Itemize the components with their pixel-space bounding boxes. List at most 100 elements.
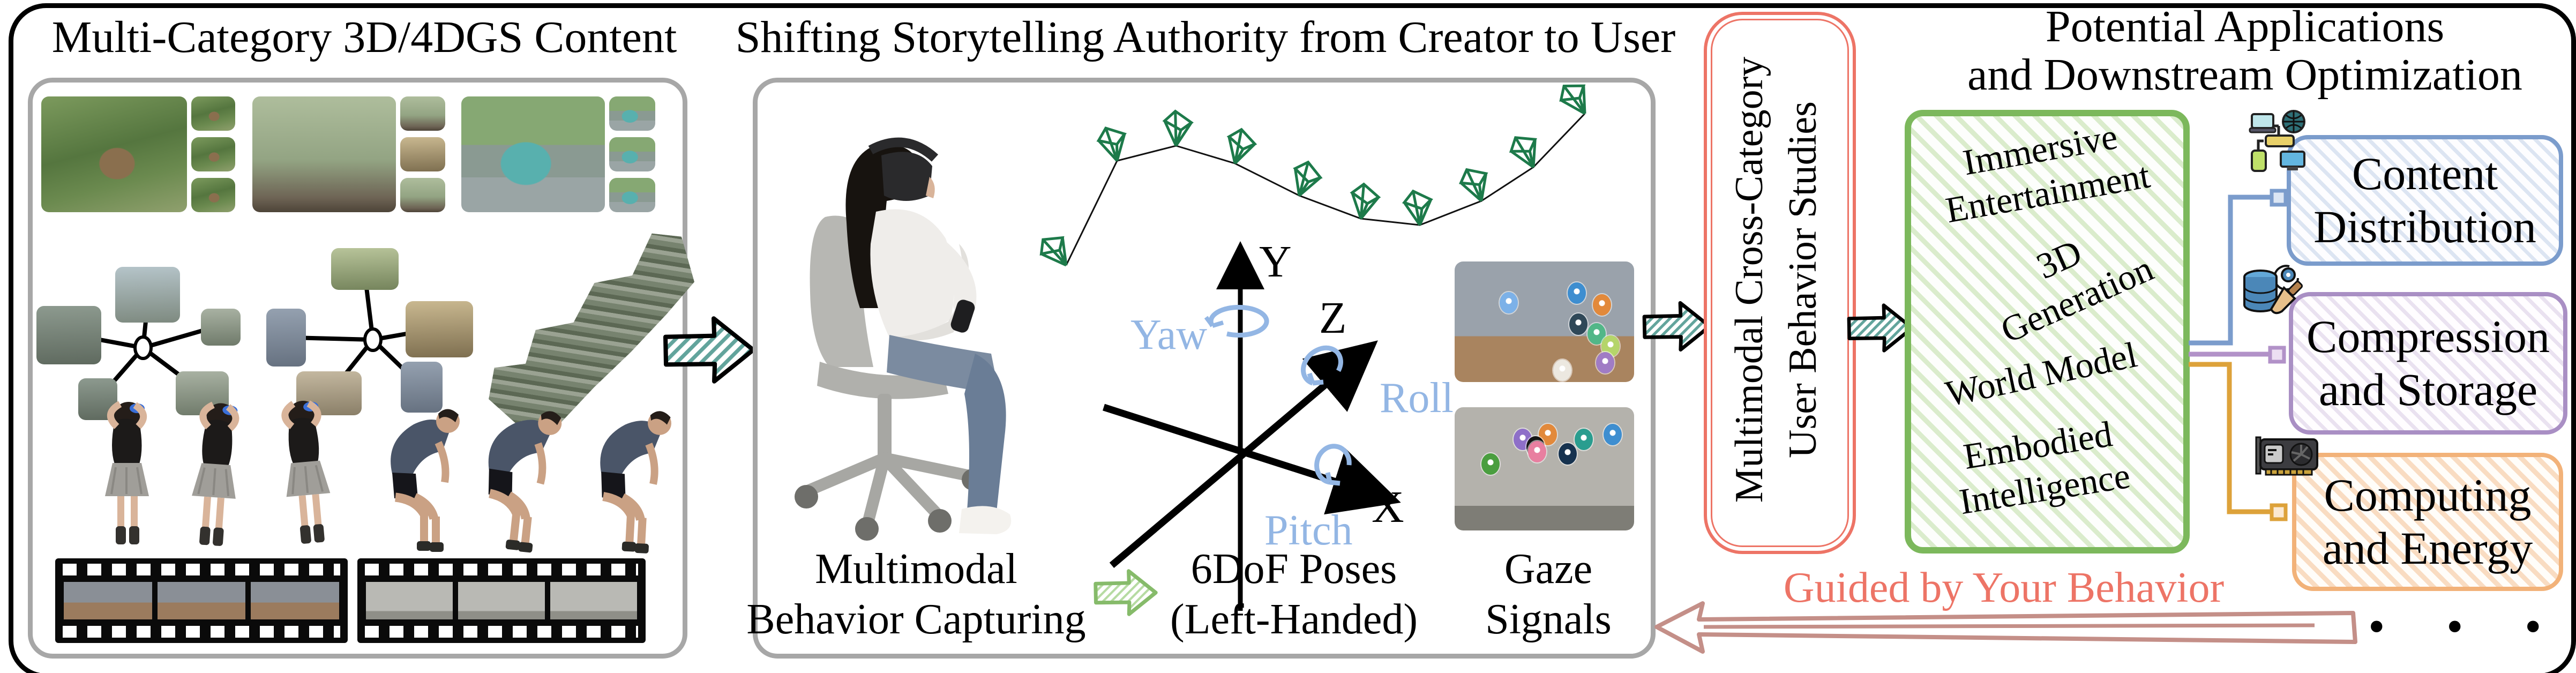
y-axis-label: Y (1259, 237, 1292, 287)
camera-frustum-icon (1458, 168, 1488, 202)
capture-to-pose-arrow-icon (1094, 569, 1158, 616)
outer-frame (9, 3, 2576, 673)
film-sprockets (63, 626, 340, 638)
content-connector-node (2270, 189, 2288, 207)
right-section-title-line1: Potential Applications (2045, 2, 2445, 51)
alley-photo (406, 301, 473, 357)
roll-rotation-icon (1301, 345, 1343, 386)
gaze-frame-dance (1455, 261, 1634, 382)
flow-arrow-icon (1847, 303, 1914, 353)
garden-thumb-2 (191, 137, 235, 171)
z-axis (1109, 340, 1378, 568)
network-devices-icon (2249, 110, 2305, 172)
study-box-line1: Multimodal Cross-Category (1727, 56, 1772, 503)
content-distribution-box: Content Distribution (2287, 135, 2563, 266)
gaze-point-dot (1499, 291, 1518, 313)
capture-label-line2: Behavior Capturing (746, 596, 1086, 643)
outcome-connectors (2189, 189, 2288, 521)
room-thumb-1 (400, 96, 445, 131)
yaw-label: Yaw (1130, 311, 1208, 358)
truck-thumb-1 (609, 96, 655, 131)
right-section-title-line2: and Downstream Optimization (1967, 50, 2522, 100)
gaze-point-dot (1569, 313, 1588, 335)
gaze-point-dot (1596, 352, 1615, 373)
yaw-rotation-icon (1208, 304, 1269, 338)
film-frame (157, 582, 246, 619)
human-figures (62, 388, 684, 554)
x-axis (1103, 403, 1401, 515)
camera-frustum-icon (1039, 236, 1068, 267)
film-frame (251, 582, 340, 619)
street-photo (36, 306, 101, 364)
garden-thumb-3 (191, 178, 235, 212)
alley-photo (401, 362, 443, 413)
film-strip (357, 558, 646, 643)
street-photo (115, 267, 180, 323)
camera-frustum-icon (1559, 84, 1586, 115)
truck-photo (461, 96, 605, 212)
guided-by-behavior-label: Guided by Your Behavior (1783, 564, 2225, 611)
gaze-point-dot (1567, 282, 1586, 304)
garden-thumb-1 (191, 96, 235, 131)
room-thumb-3 (400, 178, 445, 212)
film-frame (550, 582, 637, 619)
left-section-title: Multi-Category 3D/4DGS Content (51, 12, 677, 62)
pose-label-line2: (Left-Handed) (1170, 596, 1418, 643)
graph-node-1 (133, 335, 153, 360)
x-axis-label: X (1372, 482, 1404, 532)
camera-frustum-icon (1162, 109, 1194, 147)
gaze-point-dot (1559, 443, 1577, 465)
content-connector-line (2189, 195, 2272, 346)
film-strip (55, 558, 348, 643)
truck-thumb-2 (609, 137, 655, 171)
gpu-card-icon (2255, 436, 2318, 476)
middle-section-title: Shifting Storytelling Authority from Cre… (735, 12, 1676, 62)
computing-energy-box: Computing and Energy (2292, 453, 2563, 591)
flow-arrow-icon (663, 316, 755, 384)
gaze-point-dot (1481, 453, 1500, 475)
camera-frustum-icon (1402, 189, 1433, 226)
film-sprockets (365, 626, 638, 638)
ellipsis-dots: • • • (2368, 600, 2566, 653)
room-thumb-2 (400, 137, 445, 171)
gaze-point-dot (1553, 359, 1571, 381)
gaze-label-line1: Gaze (1504, 545, 1593, 593)
film-frame (64, 582, 152, 619)
alley-photo (331, 248, 399, 290)
compression-storage-box: Compression and Storage (2289, 292, 2567, 435)
street-photo (201, 309, 241, 346)
database-cleanup-icon (2243, 265, 2303, 315)
camera-frustum-icon (1096, 126, 1127, 162)
gaze-frame-people (1455, 407, 1634, 530)
user-behavior-studies-box (1704, 12, 1856, 554)
computing-connector-node (2270, 503, 2288, 521)
pitch-label: Pitch (1264, 507, 1353, 554)
6dof-axes (1103, 241, 1401, 611)
camera-frustum-icon (1509, 136, 1537, 169)
flow-arrow-icon (1642, 301, 1712, 352)
roll-label: Roll (1380, 375, 1454, 422)
film-frame (366, 582, 453, 619)
film-frame (458, 582, 545, 619)
applications-box (1905, 110, 2190, 554)
film-sprockets (365, 564, 638, 575)
gaze-point-dot (1528, 440, 1547, 462)
gaze-point-dot (1575, 428, 1593, 450)
camera-trajectory (1039, 84, 1586, 267)
capture-label-line1: Multimodal (815, 545, 1017, 593)
film-sprockets (63, 564, 340, 575)
pitch-rotation-icon (1314, 444, 1352, 485)
camera-graph-lines (73, 274, 435, 395)
pose-label-line1: 6DoF Poses (1190, 545, 1397, 593)
room-interior-photo (252, 96, 396, 212)
compression-connector-node (2268, 346, 2286, 364)
gaze-point-dot (1592, 294, 1611, 316)
camera-frustum-icon (1350, 182, 1381, 220)
study-box-line2: User Behavior Studies (1781, 101, 1825, 458)
alley-photo (266, 309, 306, 367)
gaze-point-dot (1603, 423, 1622, 445)
z-axis-label: Z (1319, 293, 1347, 343)
truck-thumb-3 (609, 178, 655, 212)
feedback-arrow-icon (1654, 601, 2357, 654)
